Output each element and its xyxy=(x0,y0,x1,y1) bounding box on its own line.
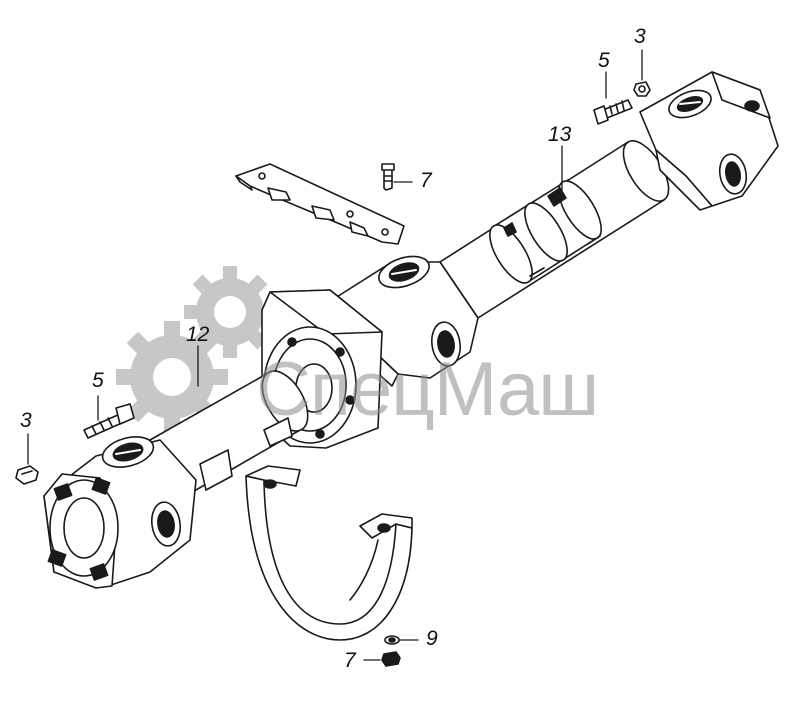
shaft-tube-13 xyxy=(439,140,670,319)
bolt-7-top xyxy=(381,163,395,191)
universal-joint-upper xyxy=(639,71,779,211)
washer-9 xyxy=(384,635,400,645)
shaft-tube-12 xyxy=(149,370,309,499)
callout-9: 9 xyxy=(426,627,438,650)
callout-7-top: 7 xyxy=(420,169,432,192)
callout-3-left: 3 xyxy=(20,409,32,432)
callout-5-left: 5 xyxy=(92,369,104,392)
watermark-text: СпецМаш xyxy=(256,347,599,432)
nut-7-bottom xyxy=(381,651,401,667)
u-clamp xyxy=(245,465,413,641)
bolt-5-top xyxy=(593,99,633,125)
gears-icon xyxy=(116,266,276,433)
nut-3-left xyxy=(15,465,39,485)
callout-7-bottom: 7 xyxy=(344,649,356,672)
bolt-5-left xyxy=(83,403,135,439)
callout-12: 12 xyxy=(186,323,210,346)
callout-13: 13 xyxy=(548,123,572,146)
leader-lines xyxy=(27,49,643,661)
support-bracket-plate xyxy=(235,163,405,245)
callout-5-top: 5 xyxy=(598,49,610,72)
universal-joint-lower xyxy=(43,436,197,589)
nut-3-top xyxy=(633,81,651,97)
callout-3-top: 3 xyxy=(634,25,646,48)
